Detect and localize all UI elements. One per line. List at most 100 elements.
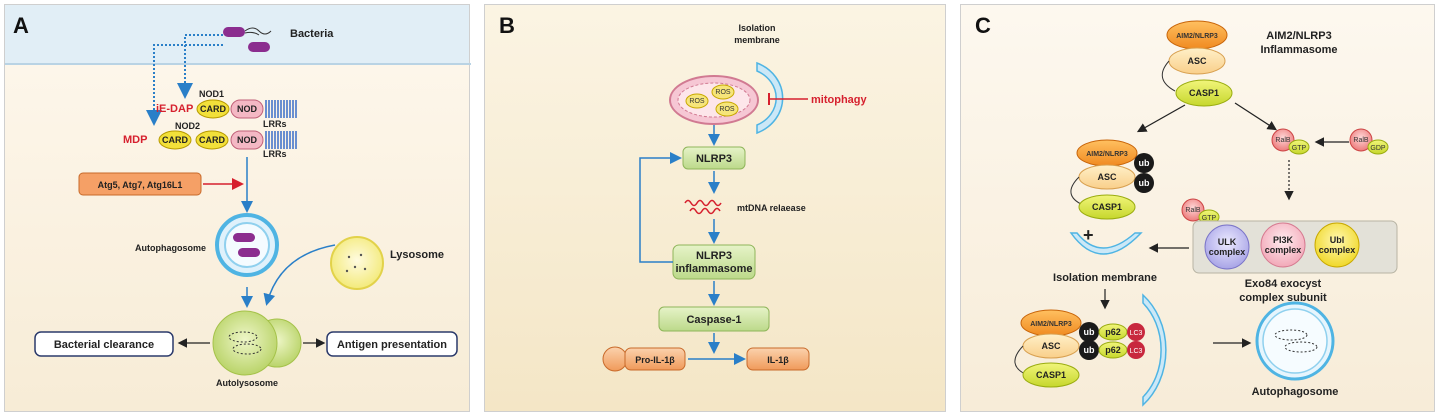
aim2-label-top: AIM2/NLRP3: [1176, 33, 1218, 40]
nod1-nod-label: NOD: [237, 104, 258, 114]
asc-label-top: ASC: [1187, 56, 1207, 66]
ub-label-4: ub: [1084, 345, 1095, 355]
aim2-label-bottom: AIM2/NLRP3: [1030, 321, 1072, 328]
ulk-complex: [1204, 224, 1250, 270]
antigen-presentation-label: Antigen presentation: [337, 339, 447, 351]
aim2-label-mid: AIM2/NLRP3: [1086, 151, 1128, 158]
mtdna-label: mtDNA relaease: [737, 203, 806, 213]
nod2-nod-label: NOD: [237, 135, 258, 145]
lrr-repeat: [280, 131, 282, 149]
asc-label-mid: ASC: [1097, 172, 1117, 182]
lrr-repeat: [295, 131, 297, 149]
ros-label-3: ROS: [719, 106, 735, 113]
autolysosome: [212, 310, 302, 376]
lrr-repeat: [292, 131, 294, 149]
pro-il-box: [624, 347, 686, 371]
pro-il-circle: [602, 346, 628, 372]
inflammasome-bottom: AIM2/NLRP3 ASC CASP1: [1014, 309, 1145, 388]
lrr-repeat: [265, 131, 267, 149]
ub-label-3: ub: [1084, 327, 1095, 337]
lrr-repeat: [274, 100, 276, 118]
nod2-label: NOD2: [175, 121, 200, 131]
bacteria-label: Bacteria: [290, 28, 334, 40]
ralb-label-1: RalB: [1275, 137, 1291, 144]
inflammasome-ubiquitinated: AIM2/NLRP3 ASC CASP1: [1070, 139, 1154, 220]
isolation-membrane-c: [1069, 232, 1143, 255]
pi3k-label-2: complex: [1265, 245, 1302, 255]
nod1-nod-domain: [230, 99, 264, 119]
ralb-label-2: RalB: [1353, 137, 1369, 144]
casp1-label-mid: CASP1: [1092, 202, 1122, 212]
panel-b: B Isolation membrane ROS ROS ROS mitopha…: [484, 4, 946, 412]
nod2-card-domain-2: [195, 130, 229, 150]
gtp-label-1: GTP: [1292, 145, 1307, 152]
inflammasome-top: AIM2/NLRP3 ASC CASP1: [1161, 20, 1233, 107]
nod1-card-domain: [196, 99, 230, 119]
lrr-repeat: [280, 100, 282, 118]
exo84-label-1: Exo84 exocyst: [1245, 278, 1322, 290]
ralb-label-3: RalB: [1185, 207, 1201, 214]
panel-c: C AIM2/NLRP3 ASC CASP1 AIM2/NLRP3 Inflam…: [960, 4, 1435, 412]
bacterial-clearance-label: Bacterial clearance: [54, 339, 154, 351]
lrr-repeat: [289, 131, 291, 149]
pi3k-complex: [1260, 222, 1306, 268]
nod2-card-label-1: CARD: [162, 135, 188, 145]
ub-label-1: ub: [1139, 158, 1150, 168]
isolation-membrane-label-1: Isolation: [738, 23, 775, 33]
lc3-label-1: LC3: [1130, 330, 1143, 337]
antigen-presentation-box: [326, 331, 458, 357]
lrr-repeat: [271, 100, 273, 118]
lrr-repeat: [274, 131, 276, 149]
il-box: [746, 347, 810, 371]
bacterial-clearance-box: [34, 331, 174, 357]
nod2-lrrs-label: LRRs: [263, 149, 287, 159]
nod1-lrrs-label: LRRs: [263, 119, 287, 129]
mitochondrion-ros: ROS ROS ROS: [669, 75, 759, 125]
ralb-gdp: [1349, 128, 1389, 155]
ub-label-2: ub: [1139, 178, 1150, 188]
isolation-membrane-label-c: Isolation membrane: [1053, 272, 1157, 284]
asc-label-bottom: ASC: [1041, 341, 1061, 351]
nlrp3-box: [682, 146, 746, 170]
caspase-box: [658, 306, 770, 332]
panel-c-letter: C: [975, 13, 991, 38]
lrr-repeat: [265, 100, 267, 118]
gdp-label: GDP: [1370, 145, 1386, 152]
lc3-label-2: LC3: [1130, 348, 1143, 355]
inflammasome-label-2: inflammasome: [675, 263, 752, 275]
nod2-nod-domain: [230, 130, 264, 150]
dotted-arrow-ie-dap: [177, 34, 223, 99]
autolysosome-label: Autolysosome: [216, 378, 278, 388]
isolation-membrane: [756, 61, 784, 135]
p62-label-1: p62: [1105, 327, 1121, 337]
ulk-label-1: ULK: [1218, 237, 1237, 247]
inflammasome-title-1: AIM2/NLRP3: [1266, 30, 1331, 42]
nod2-lrrs: [265, 131, 297, 149]
lrr-repeat: [271, 131, 273, 149]
inflammasome-label-1: NLRP3: [696, 250, 732, 262]
pro-il-label: Pro-IL-1β: [635, 355, 675, 365]
lysosome-label: Lysosome: [390, 249, 444, 261]
il-label: IL-1β: [767, 355, 789, 365]
lysosome: [330, 236, 384, 290]
lrr-repeat: [268, 131, 270, 149]
autophagosome-label: Autophagosome: [135, 243, 206, 253]
nod1-label: NOD1: [199, 89, 224, 99]
inflammasome-title-2: Inflammasome: [1260, 44, 1337, 56]
atg-box: [78, 172, 202, 196]
mtdna-icon: [684, 199, 722, 207]
lrr-repeat: [295, 100, 297, 118]
lrr-repeat: [286, 100, 288, 118]
nod1-lrrs: [265, 100, 297, 118]
mitophagy-label: mitophagy: [811, 94, 867, 106]
lrr-repeat: [289, 100, 291, 118]
feedback-arrow: [639, 152, 682, 263]
casp1-label-bottom: CASP1: [1036, 370, 1066, 380]
panel-b-diagram: B Isolation membrane ROS ROS ROS mitopha…: [499, 13, 867, 372]
ubl-label-1: Ubl: [1330, 235, 1345, 245]
panel-a: A Bacteria NOD1 iE-DAP CARD NOD LRRs NOD…: [4, 4, 471, 412]
nod2-card-label-2: CARD: [199, 135, 225, 145]
casp1-label-top: CASP1: [1189, 88, 1219, 98]
exo84-label-2: complex subunit: [1239, 292, 1327, 304]
ie-dap-label: iE-DAP: [156, 103, 193, 115]
